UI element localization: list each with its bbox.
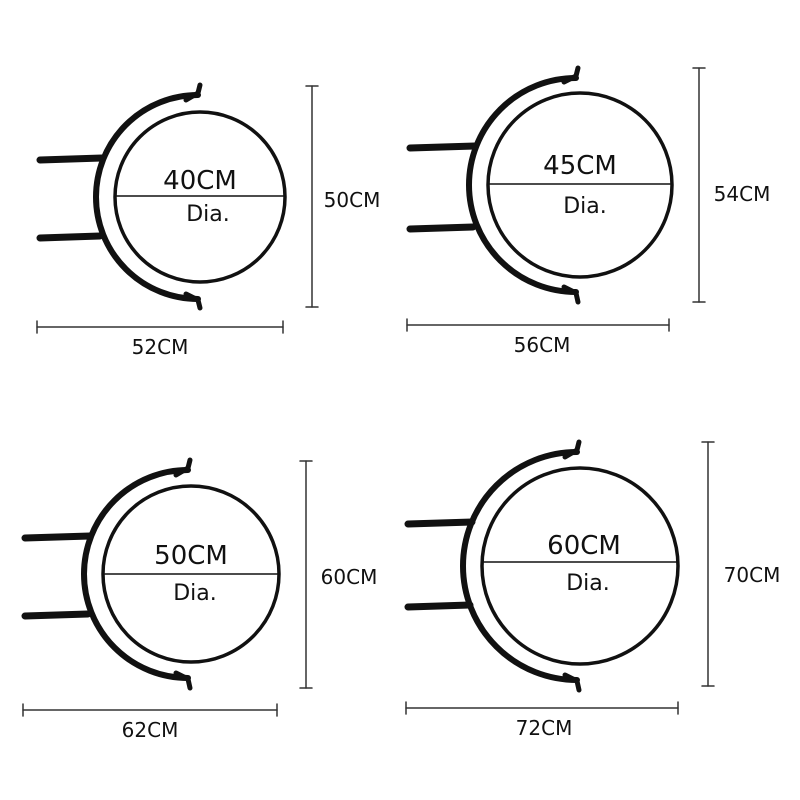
bracket-top-hook (173, 457, 193, 478)
lower-arm (404, 601, 474, 611)
bracket-arc (466, 75, 579, 295)
width-dimension (22, 703, 278, 717)
diameter-label: 60CM (547, 531, 621, 561)
ring (101, 484, 281, 664)
upper-arm (21, 532, 94, 542)
ring (480, 466, 680, 666)
height-label: 50CM (324, 188, 381, 212)
height-dimension (305, 85, 319, 308)
width-dimension (406, 318, 670, 332)
bracket-bottom-hook (183, 291, 203, 311)
height-dimension (299, 460, 313, 689)
height-dimension (692, 67, 706, 303)
width-label: 52CM (132, 335, 189, 359)
lower-arm (406, 223, 477, 233)
bracket-bottom-hook (561, 284, 581, 305)
bracket-60cm (404, 439, 715, 715)
diameter-label: 45CM (543, 151, 617, 181)
dia-label: Dia. (173, 581, 217, 606)
height-label: 54CM (714, 182, 771, 206)
diameter-label: 40CM (163, 166, 237, 196)
height-label: 70CM (724, 563, 781, 587)
bracket-top-hook (562, 439, 582, 460)
bracket-45cm (406, 65, 706, 332)
bracket-40cm (36, 82, 319, 334)
bracket-arc (93, 92, 201, 302)
dia-label: Dia. (566, 571, 610, 596)
bracket-top-hook (183, 82, 203, 103)
bracket-top-hook (561, 65, 581, 85)
width-label: 72CM (516, 716, 573, 740)
bracket-bottom-hook (173, 670, 193, 691)
ring (486, 91, 674, 279)
lower-arm (21, 610, 92, 620)
height-dimension (701, 441, 715, 687)
diameter-label: 50CM (154, 541, 228, 571)
bracket-bottom-hook (562, 672, 582, 693)
width-label: 62CM (122, 718, 179, 742)
dia-label: Dia. (563, 194, 607, 219)
width-dimension (405, 701, 679, 715)
ring (113, 110, 287, 284)
lower-arm (36, 232, 104, 242)
height-label: 60CM (321, 565, 378, 589)
upper-arm (36, 154, 106, 164)
width-label: 56CM (514, 333, 571, 357)
width-dimension (36, 320, 284, 334)
bracket-arc (81, 467, 191, 681)
upper-arm (406, 142, 479, 152)
upper-arm (404, 518, 476, 528)
dia-label: Dia. (186, 202, 230, 227)
bracket-50cm (21, 457, 313, 717)
bracket-arc (460, 449, 580, 683)
